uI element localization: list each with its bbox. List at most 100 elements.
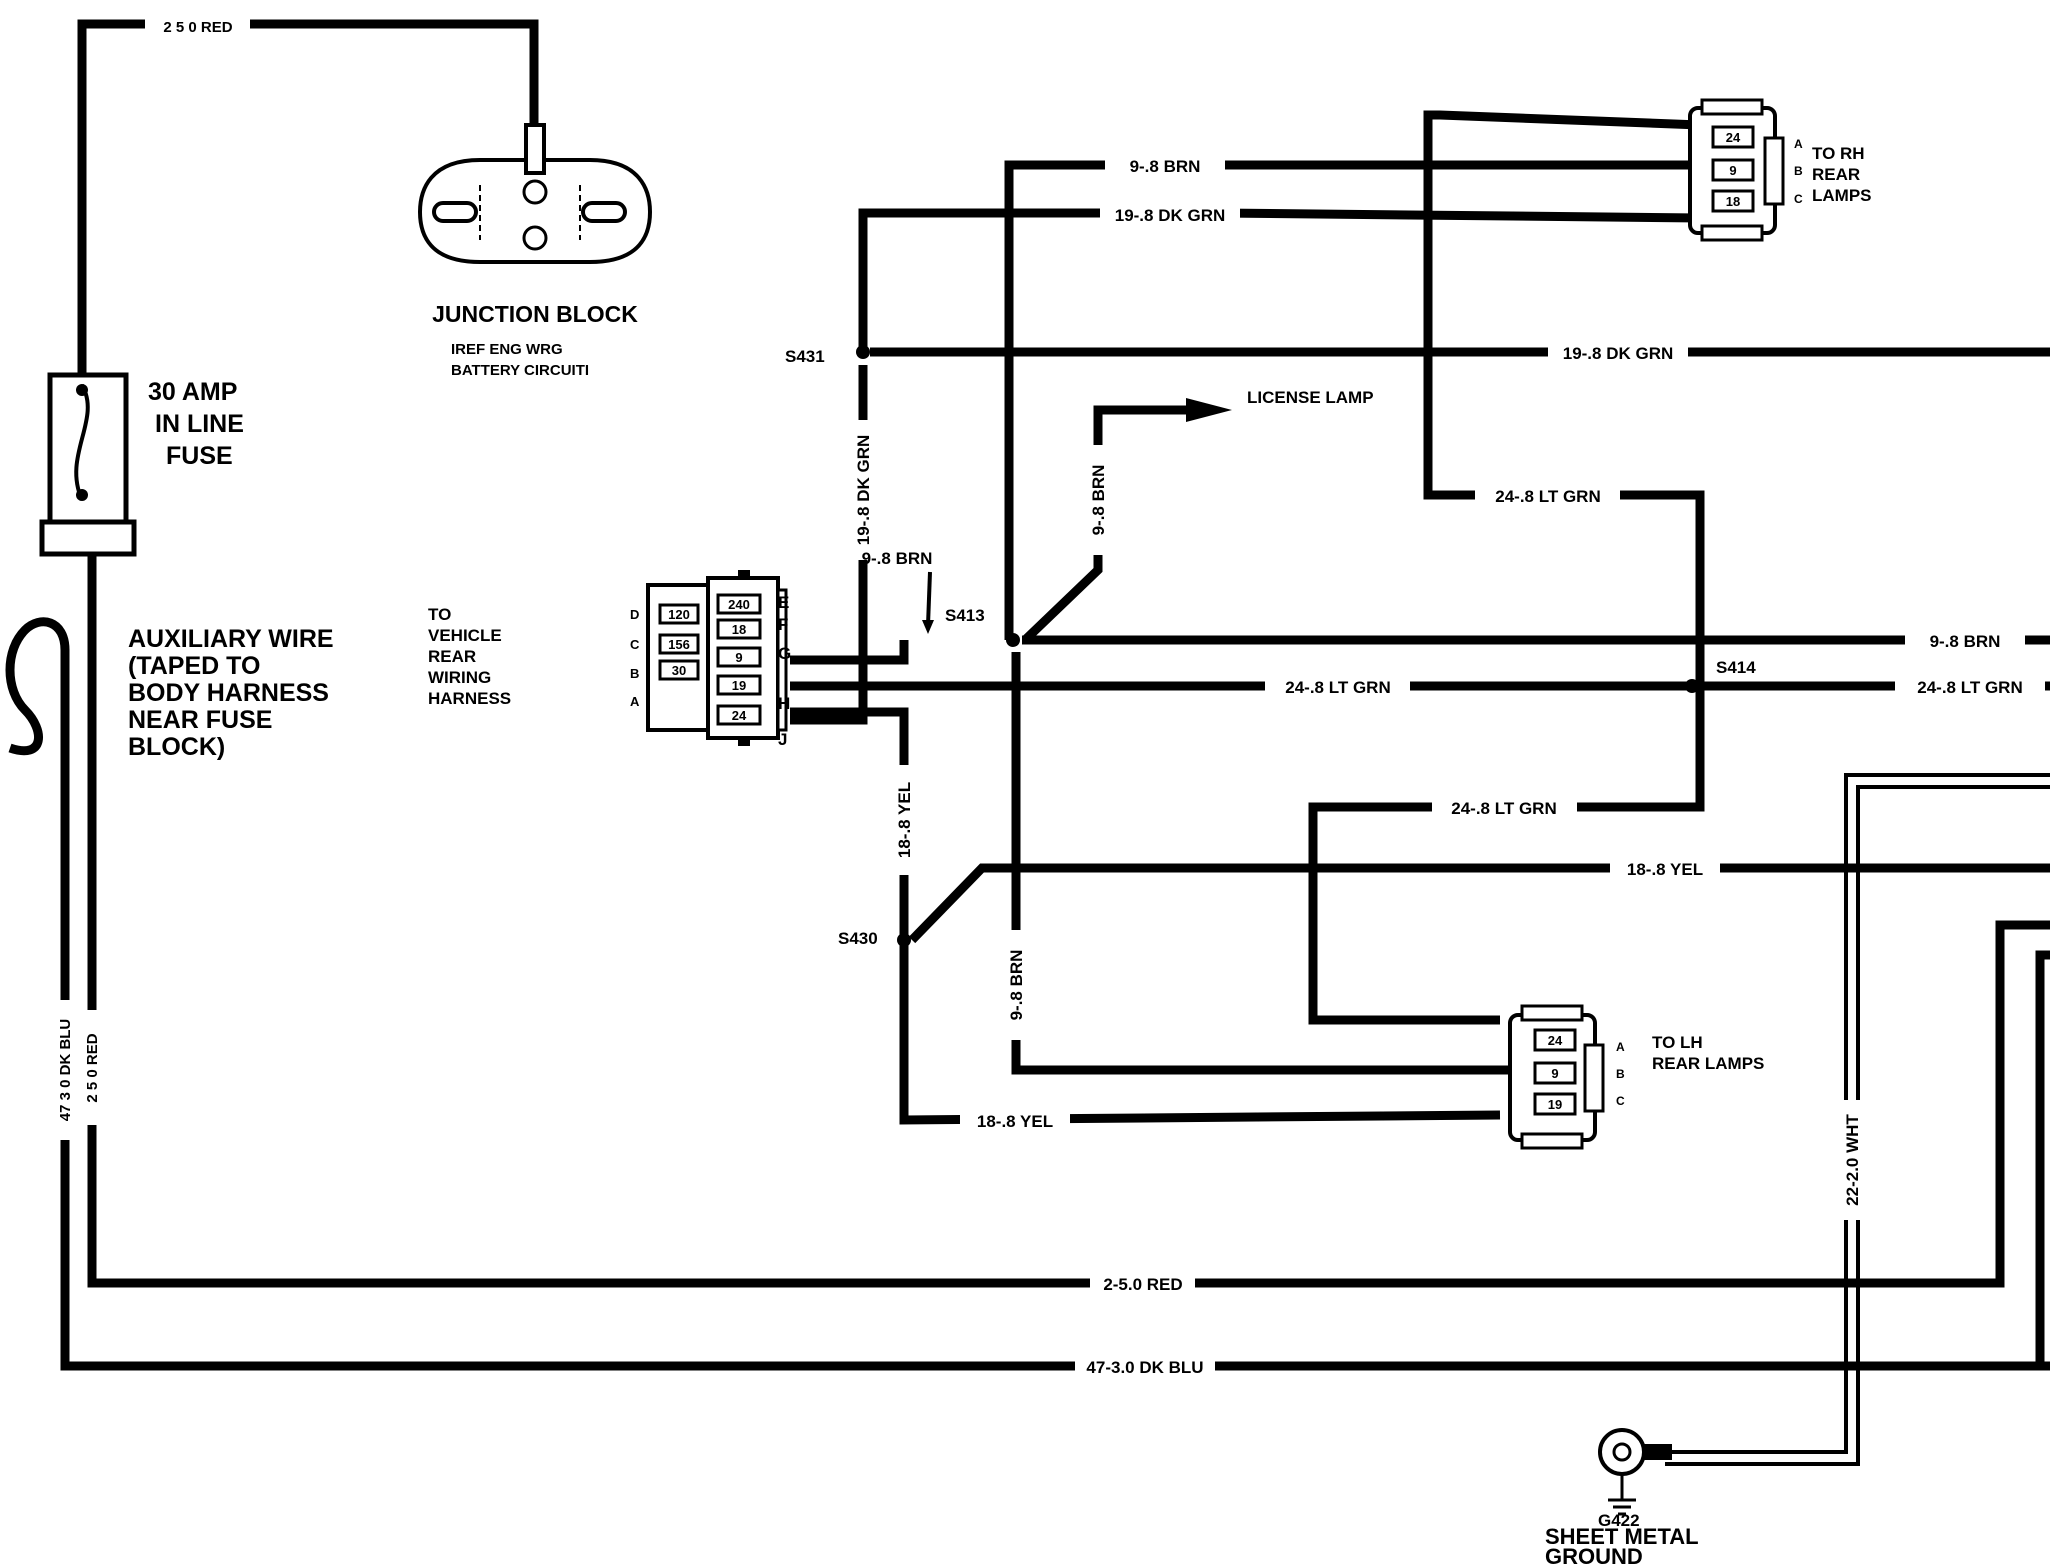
- label-ltgrn-upper: 24-.8 LT GRN: [1495, 487, 1600, 506]
- wire-yel-right: [908, 863, 2050, 944]
- junction-block-title: JUNCTION BLOCK: [432, 301, 638, 327]
- lh-pin-9: 9: [1551, 1066, 1558, 1081]
- wire-ltgrn-lower: [1308, 685, 1705, 1025]
- rh-pin-18: 18: [1726, 194, 1740, 209]
- sheet-metal-ground: G422 SHEET METAL GROUND: [1545, 1428, 1699, 1568]
- cavity-19: 19: [732, 678, 746, 693]
- letter-e: E: [778, 593, 789, 612]
- label-brn-vert: 9-.8 BRN: [1007, 950, 1026, 1021]
- rh-letter-a: A: [1794, 137, 1803, 151]
- lh-label-1: TO LH: [1652, 1033, 1703, 1052]
- junction-block-note-2: BATTERY CIRCUITI: [451, 362, 589, 379]
- cavity-240: 240: [728, 597, 750, 612]
- label-blu-bottom: 47-3.0 DK BLU: [1086, 1358, 1203, 1377]
- wire-red-top: [77, 19, 539, 380]
- cavity-120: 120: [668, 607, 690, 622]
- lh-letter-a: A: [1616, 1040, 1625, 1054]
- letter-c: C: [630, 637, 640, 652]
- wire-red-main: [87, 555, 2050, 1288]
- letter-a: A: [630, 694, 640, 709]
- harness-line-2: VEHICLE: [428, 626, 502, 645]
- harness-line-1: TO: [428, 605, 451, 624]
- label-dkgrn-vert: 19-.8 DK GRN: [854, 435, 873, 546]
- wire-brn-conn: [790, 640, 909, 665]
- lh-pin-24: 24: [1548, 1033, 1563, 1048]
- wire-labels: 2 5 0 RED 9-.8 BRN 19-.8 DK GRN 19-.8 DK…: [53, 14, 2045, 1378]
- fuse-line-1: 30 AMP: [148, 378, 237, 406]
- rh-letter-c: C: [1794, 192, 1803, 206]
- ground-symbol-icon: [1608, 1474, 1636, 1516]
- splice-s431-label: S431: [785, 347, 825, 366]
- aux-line-3: BODY HARNESS: [128, 679, 329, 707]
- vehicle-harness-note: TO VEHICLE REAR WIRING HARNESS: [428, 605, 511, 708]
- label-brn-license: 9-.8 BRN: [1089, 465, 1108, 536]
- splices: S431 S413 S414 S430: [785, 345, 1756, 948]
- splice-dot-s431: [856, 345, 870, 359]
- connector-right-cavities: 240 18 9 19 24: [716, 593, 762, 726]
- aux-line-1: AUXILIARY WIRE: [128, 625, 334, 653]
- ground-id: G422: [1598, 1511, 1640, 1530]
- terminal-top-icon: [522, 179, 548, 205]
- label-ltgrn-right: 24-.8 LT GRN: [1917, 678, 2022, 697]
- harness-line-3: REAR: [428, 647, 476, 666]
- fuse-line-2: IN LINE: [155, 410, 244, 438]
- cavity-30: 30: [672, 663, 686, 678]
- aux-wire-note: AUXILIARY WIRE (TAPED TO BODY HARNESS NE…: [128, 625, 334, 761]
- s413-pointer-arrow-icon: [922, 620, 934, 634]
- wire-right-stub: [2035, 950, 2050, 1366]
- ground-line-1: SHEET METAL: [1545, 1524, 1699, 1549]
- aux-wire-hook: [5, 617, 70, 1000]
- splice-s413-label: S413: [945, 606, 985, 625]
- letter-d: D: [630, 607, 639, 622]
- lh-letter-c: C: [1616, 1094, 1625, 1108]
- wire-yel-vert: [790, 707, 1501, 1125]
- rh-label-2: REAR: [1812, 165, 1860, 184]
- license-lamp-label: LICENSE LAMP: [1247, 388, 1374, 407]
- label-ltgrn-mid: 24-.8 LT GRN: [1285, 678, 1390, 697]
- aux-line-4: NEAR FUSE: [128, 706, 272, 734]
- label-brn-top: 9-.8 BRN: [1130, 157, 1201, 176]
- label-dkgrn-top: 19-.8 DK GRN: [1115, 206, 1226, 225]
- splice-s414-label: S414: [1716, 658, 1756, 677]
- fuse-line-3: FUSE: [166, 442, 233, 470]
- letter-j: J: [778, 730, 787, 749]
- harness-line-4: WIRING: [428, 668, 491, 687]
- splice-dot-s413: [1006, 633, 1020, 647]
- aux-line-5: BLOCK): [128, 733, 225, 761]
- letter-g: G: [778, 644, 791, 663]
- aux-line-2: (TAPED TO: [128, 652, 260, 680]
- label-yel-right: 18-.8 YEL: [1627, 860, 1703, 879]
- connector-left-cavities: 120 156 30: [658, 603, 700, 681]
- rh-letter-b: B: [1794, 164, 1803, 178]
- cavity-156: 156: [668, 637, 690, 652]
- cavity-24: 24: [732, 708, 747, 723]
- cavity-9: 9: [735, 650, 742, 665]
- wire-ltgrn-upper: [1423, 110, 1705, 685]
- rh-pin-24: 24: [1726, 130, 1741, 145]
- harness-line-5: HARNESS: [428, 689, 511, 708]
- cavity-18: 18: [732, 622, 746, 637]
- license-arrow-icon: [1186, 398, 1232, 422]
- s413-pointer-line: [926, 571, 932, 626]
- rh-pin-9: 9: [1729, 163, 1736, 178]
- lh-lamp-connector: 24 9 19 A B C TO LH REAR LAMPS: [1508, 1004, 1764, 1150]
- letter-f: F: [778, 615, 788, 634]
- main-connector: 120 156 30 240 18 9 19 24 D C B A E F G …: [630, 570, 791, 749]
- label-top-red: 2 5 0 RED: [163, 19, 232, 36]
- label-red-bottom: 2-5.0 RED: [1103, 1275, 1182, 1294]
- wire-brn-top: [1004, 160, 1710, 640]
- splice-dot-s430: [897, 933, 911, 947]
- inline-fuse: 30 AMP IN LINE FUSE: [39, 372, 244, 557]
- junction-stud: [524, 123, 546, 175]
- rh-lamp-connector: 24 9 18 A B C TO RH REAR LAMPS: [1688, 98, 1872, 242]
- ground-line-2: GROUND: [1545, 1544, 1643, 1568]
- wire-brn-vert: [1011, 652, 1510, 1075]
- label-yel-vert: 18-.8 YEL: [895, 782, 914, 858]
- label-ltgrn-lower: 24-.8 LT GRN: [1451, 799, 1556, 818]
- letter-h: H: [778, 694, 790, 713]
- lh-pin-19: 19: [1548, 1097, 1562, 1112]
- label-wht-vert: 22-2.0 WHT: [1843, 1114, 1862, 1206]
- label-brn-right: 9-.8 BRN: [1930, 632, 2001, 651]
- lh-letter-b: B: [1616, 1067, 1625, 1081]
